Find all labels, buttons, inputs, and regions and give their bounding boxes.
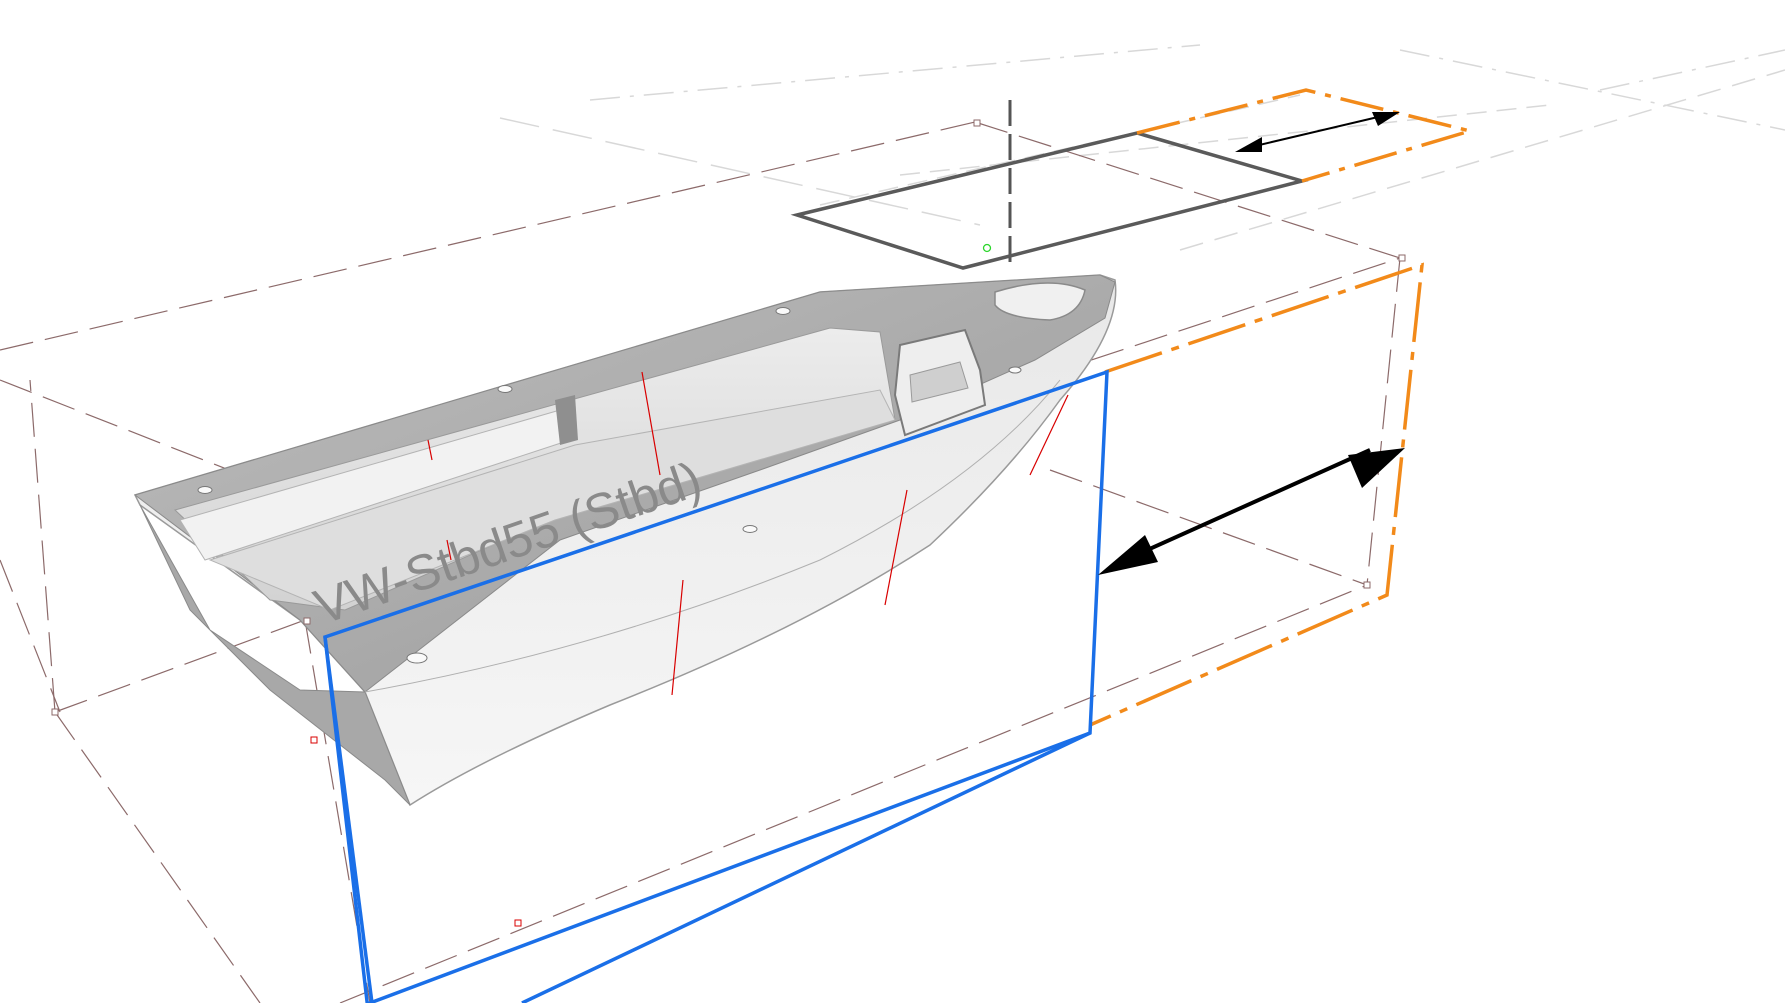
square-handle-icon[interactable] <box>310 736 318 744</box>
square-handle-icon[interactable] <box>1398 254 1406 262</box>
arrow-head-right-icon <box>1372 112 1400 126</box>
arrow-head-right-icon <box>1348 448 1405 488</box>
reference-grid <box>499 44 1785 251</box>
square-handle-icon[interactable] <box>973 119 981 127</box>
arrow-head-left-icon <box>1235 137 1262 152</box>
square-handle-icon[interactable] <box>514 919 522 927</box>
top-move-arrow[interactable] <box>1235 112 1400 152</box>
station-lines <box>427 371 1069 696</box>
section-move-plane[interactable] <box>1089 262 1425 727</box>
square-handle-icon[interactable] <box>51 708 59 716</box>
section-plane-edge <box>323 636 374 1003</box>
section-plane-vw-stbd55[interactable] <box>323 369 1109 1003</box>
red-handles[interactable] <box>310 736 522 927</box>
boat-hull-model[interactable] <box>133 274 1117 807</box>
square-handle-icon[interactable] <box>1363 581 1371 589</box>
square-handle-icon[interactable] <box>303 617 311 625</box>
arrow-head-left-icon <box>1098 535 1158 575</box>
section-plane-bottom-edge <box>521 731 1091 1003</box>
section-offset-arrow[interactable] <box>1098 448 1405 575</box>
plane-handles[interactable] <box>51 119 1406 716</box>
center-marker-icon <box>982 243 992 253</box>
orange-top-extension[interactable] <box>1136 88 1477 183</box>
